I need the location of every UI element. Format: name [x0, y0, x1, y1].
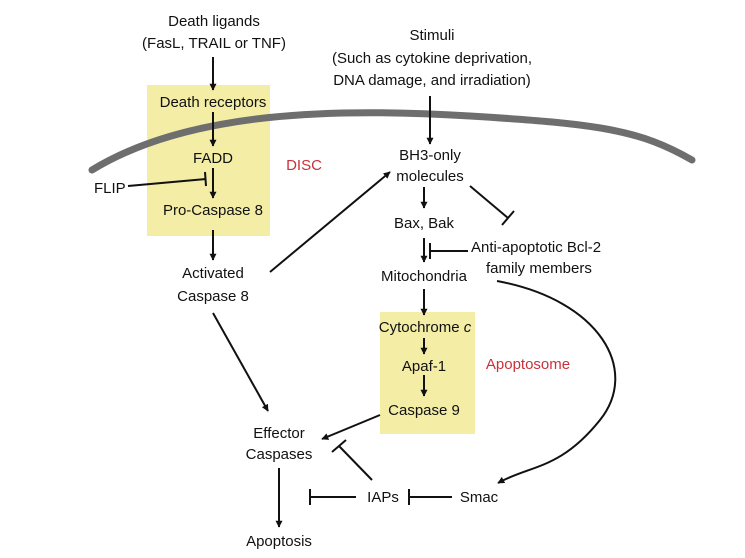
anti-apoptotic-line1: Anti-apoptotic Bcl-2: [471, 239, 602, 256]
death-ligands-label: Death ligands: [168, 13, 260, 30]
apoptosis-label: Apoptosis: [246, 533, 312, 550]
bax-bak-label: Bax, Bak: [393, 215, 455, 232]
bh3-only-line2: molecules: [396, 168, 464, 185]
effector-caspases-line1: Effector: [253, 425, 305, 442]
bh3-only-line1: BH3-only: [399, 147, 461, 164]
arrow-caspase8-to-bh3: [269, 171, 391, 273]
cytochrome-text: Cytochrome: [378, 319, 460, 336]
stimuli-detail-line1: (Such as cytokine deprivation,: [331, 50, 533, 67]
fadd-label: FADD: [192, 150, 234, 167]
apoptosome-label: Apoptosome: [485, 356, 571, 373]
inhibit-bh3-bar: [501, 210, 515, 226]
activated-caspase-8-line1: Activated: [182, 265, 244, 282]
iaps-label: IAPs: [367, 489, 399, 506]
death-receptors-label: Death receptors: [159, 94, 267, 111]
smac-label: Smac: [459, 489, 499, 506]
activated-caspase-8-line2: Caspase 8: [177, 288, 249, 305]
cell-membrane: [88, 109, 696, 174]
pro-caspase-8-label: Pro-Caspase 8: [162, 202, 264, 219]
caspase-9-label: Caspase 9: [388, 402, 460, 419]
stimuli-detail-line2: DNA damage, and irradiation): [333, 72, 531, 89]
disc-label: DISC: [286, 157, 322, 174]
arrow-caspase9-to-effector: [321, 414, 381, 440]
disc-complex-box: [147, 85, 270, 236]
flip-label: FLIP: [94, 180, 126, 197]
mitochondria-label: Mitochondria: [381, 268, 467, 285]
inhibit-flip-bar: [204, 171, 207, 187]
apaf-1-label: Apaf-1: [401, 358, 447, 375]
apoptosome-complex-box: [380, 312, 475, 434]
cytochrome-c-label: Cytochrome c: [379, 317, 472, 338]
death-ligands-detail: (FasL, TRAIL or TNF): [142, 35, 286, 52]
inhibit-iaps-effector-bar: [331, 439, 347, 453]
inhibit-bh3-to-antiapoptotic: [469, 185, 509, 219]
anti-apoptotic-line2: family members: [486, 260, 592, 277]
inhibit-iaps-to-effector: [338, 445, 373, 481]
stimuli-label: Stimuli: [409, 27, 455, 44]
cytochrome-c-italic: c: [463, 319, 472, 336]
effector-caspases-line2: Caspases: [245, 446, 313, 463]
arrow-caspase8-to-effector: [212, 312, 269, 412]
arrow-mito-to-smac: [496, 280, 617, 484]
inhibit-flip: [127, 178, 207, 187]
